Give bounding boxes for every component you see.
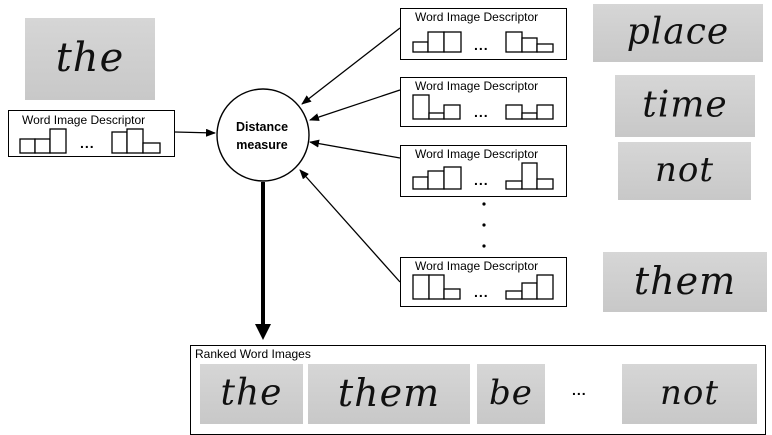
ranked-word-image-3: be <box>477 364 545 424</box>
db2-to-distance-arrow <box>309 89 401 121</box>
histogram-bar <box>536 274 554 300</box>
db-descriptor-ellipsis-1: ... <box>474 37 489 53</box>
db-word-image-1: place <box>593 4 763 62</box>
db-dot-2 <box>482 223 486 227</box>
histogram-bar <box>521 112 538 120</box>
histogram-bar <box>49 128 67 154</box>
histogram-bar <box>443 166 462 190</box>
db-descriptor-ellipsis-3: ... <box>474 172 489 188</box>
db-histogram-4 <box>412 274 554 300</box>
ranked-word-image-1: the <box>200 364 303 424</box>
histogram-bar <box>412 176 429 190</box>
histogram-bar <box>443 104 461 120</box>
ranked-word-image-4: not <box>622 364 757 424</box>
query-to-distance-arrow <box>174 128 216 137</box>
histogram-bar <box>521 282 538 300</box>
ranked-word-image-text-1: the <box>220 372 283 414</box>
histogram-bar <box>428 112 445 120</box>
query-word-image: the <box>25 18 155 100</box>
distance-to-ranked-arrowhead <box>255 324 271 340</box>
db-word-image-3: not <box>618 142 751 200</box>
distance-label: Distance measure <box>217 118 307 154</box>
db-word-image-text-3: not <box>654 150 715 191</box>
db-descriptor-ellipsis-2: ... <box>474 104 489 120</box>
db1-to-distance-arrow <box>301 27 401 105</box>
ranked-word-image-2: them <box>308 364 470 424</box>
db-descriptor-title-1: Word Image Descriptor <box>415 10 539 24</box>
query-descriptor-title: Word Image Descriptor <box>22 113 146 127</box>
histogram-bar <box>412 41 429 53</box>
db-word-image-2: time <box>615 75 755 137</box>
db-histogram-2 <box>412 94 554 120</box>
query-descriptor-ellipsis: ... <box>80 135 95 151</box>
db-dot-3 <box>482 244 486 248</box>
db-word-image-text-4: them <box>633 259 737 304</box>
histogram-bar <box>505 290 523 300</box>
histogram-bar <box>428 274 445 300</box>
ranked-word-image-text-3: be <box>489 373 533 414</box>
histogram-bar <box>427 31 445 53</box>
histogram-bar <box>443 31 462 53</box>
histogram-bar <box>142 142 161 154</box>
db-word-image-text-2: time <box>642 84 728 126</box>
ranked-word-image-text-2: them <box>337 371 441 416</box>
histogram-bar <box>521 162 538 190</box>
db3-to-distance-arrow <box>309 139 401 159</box>
histogram-bar <box>126 128 144 154</box>
histogram-bar <box>427 170 445 190</box>
db-word-image-text-1: place <box>626 11 730 53</box>
db-descriptor-title-3: Word Image Descriptor <box>415 147 539 161</box>
db-dot-1 <box>482 202 486 206</box>
query-histogram <box>19 128 161 154</box>
distance-label-line2: measure <box>236 138 288 152</box>
db-histogram-3 <box>412 162 554 190</box>
ranked-word-image-text-4: not <box>659 373 720 414</box>
distance-circle <box>216 88 310 182</box>
db-histogram-1 <box>412 31 554 53</box>
ranked-results-title: Ranked Word Images <box>195 347 311 361</box>
histogram-bar <box>536 178 554 190</box>
histogram-bar <box>505 180 523 190</box>
histogram-bar <box>536 43 554 53</box>
db-descriptor-title-2: Word Image Descriptor <box>415 79 539 93</box>
db-word-image-4: them <box>603 252 767 312</box>
histogram-bar <box>19 138 36 154</box>
histogram-bar <box>111 131 128 154</box>
histogram-bar <box>536 104 554 120</box>
histogram-bar <box>505 31 523 53</box>
histogram-bar <box>412 274 430 300</box>
histogram-bar <box>521 37 538 53</box>
histogram-bar <box>443 288 461 300</box>
db4-to-distance-arrow <box>299 169 401 283</box>
histogram-bar <box>505 104 523 120</box>
distance-label-line1: Distance <box>235 120 289 134</box>
db-descriptor-title-4: Word Image Descriptor <box>415 259 539 273</box>
db-descriptor-ellipsis-4: ... <box>474 284 489 300</box>
histogram-bar <box>412 94 430 120</box>
histogram-bar <box>34 138 51 154</box>
query-word-image-text: the <box>55 35 125 82</box>
ranked-ellipsis: ... <box>572 382 587 398</box>
